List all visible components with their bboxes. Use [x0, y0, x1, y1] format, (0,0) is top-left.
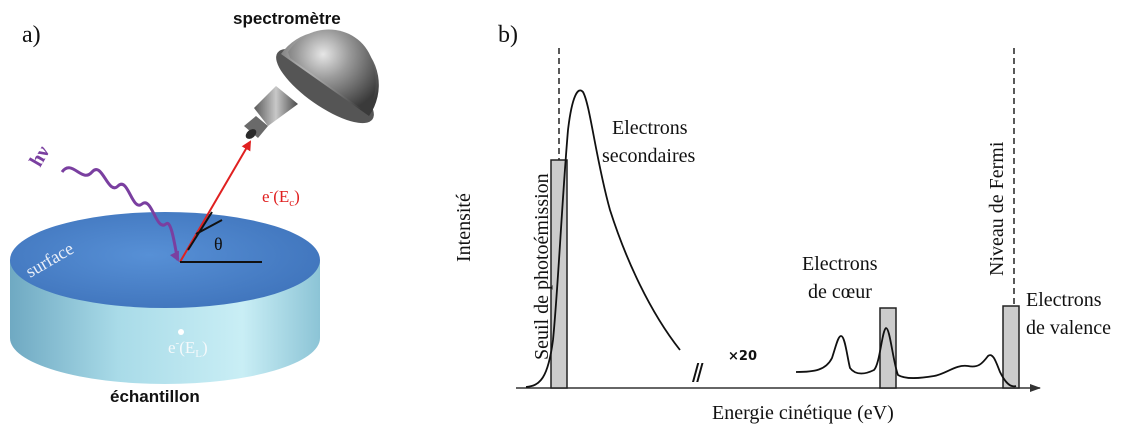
valence-label: Electrons de valence [1026, 289, 1111, 339]
threshold-label: Seuil de photoémission [531, 173, 553, 360]
electron-dot [178, 329, 184, 335]
axis-break: // [692, 358, 704, 388]
valence-window [1002, 305, 1020, 389]
photon-label: hν [25, 142, 54, 170]
core-valence-curve [795, 327, 1017, 388]
photon-wave [60, 166, 180, 262]
angle-label: θ [214, 234, 223, 254]
spectrometer-icon [244, 29, 379, 139]
electron-arrow [179, 140, 252, 263]
emitted-electron-label: e-(Ec) [262, 186, 300, 209]
fermi-label: Niveau de Fermi [986, 141, 1008, 276]
angle-arc-tick [187, 211, 213, 251]
y-axis-label: Intensité [453, 193, 475, 262]
scale-label: ×20 [728, 349, 757, 364]
bound-electron-label: e-(EL) [168, 337, 208, 360]
threshold-window [550, 159, 568, 389]
core-window [879, 307, 897, 389]
panel-a: a) surface hν θ e-(Ec) e-(EL) échantillo… [10, 9, 379, 406]
panel-b-label: b) [498, 22, 518, 48]
core-label: Electrons de cœur [802, 253, 883, 303]
sample-disc [10, 212, 320, 384]
panel-a-label: a) [22, 22, 41, 48]
panel-b: b) Intensité Energie cinétique (eV) // ×… [453, 22, 1111, 424]
secondary-electron-curve [525, 89, 681, 388]
sample-label: échantillon [110, 387, 200, 406]
secondary-label: Electrons secondaires [602, 117, 696, 167]
x-axis-label: Energie cinétique (eV) [712, 402, 894, 424]
spectrometer-label: spectromètre [233, 9, 341, 28]
